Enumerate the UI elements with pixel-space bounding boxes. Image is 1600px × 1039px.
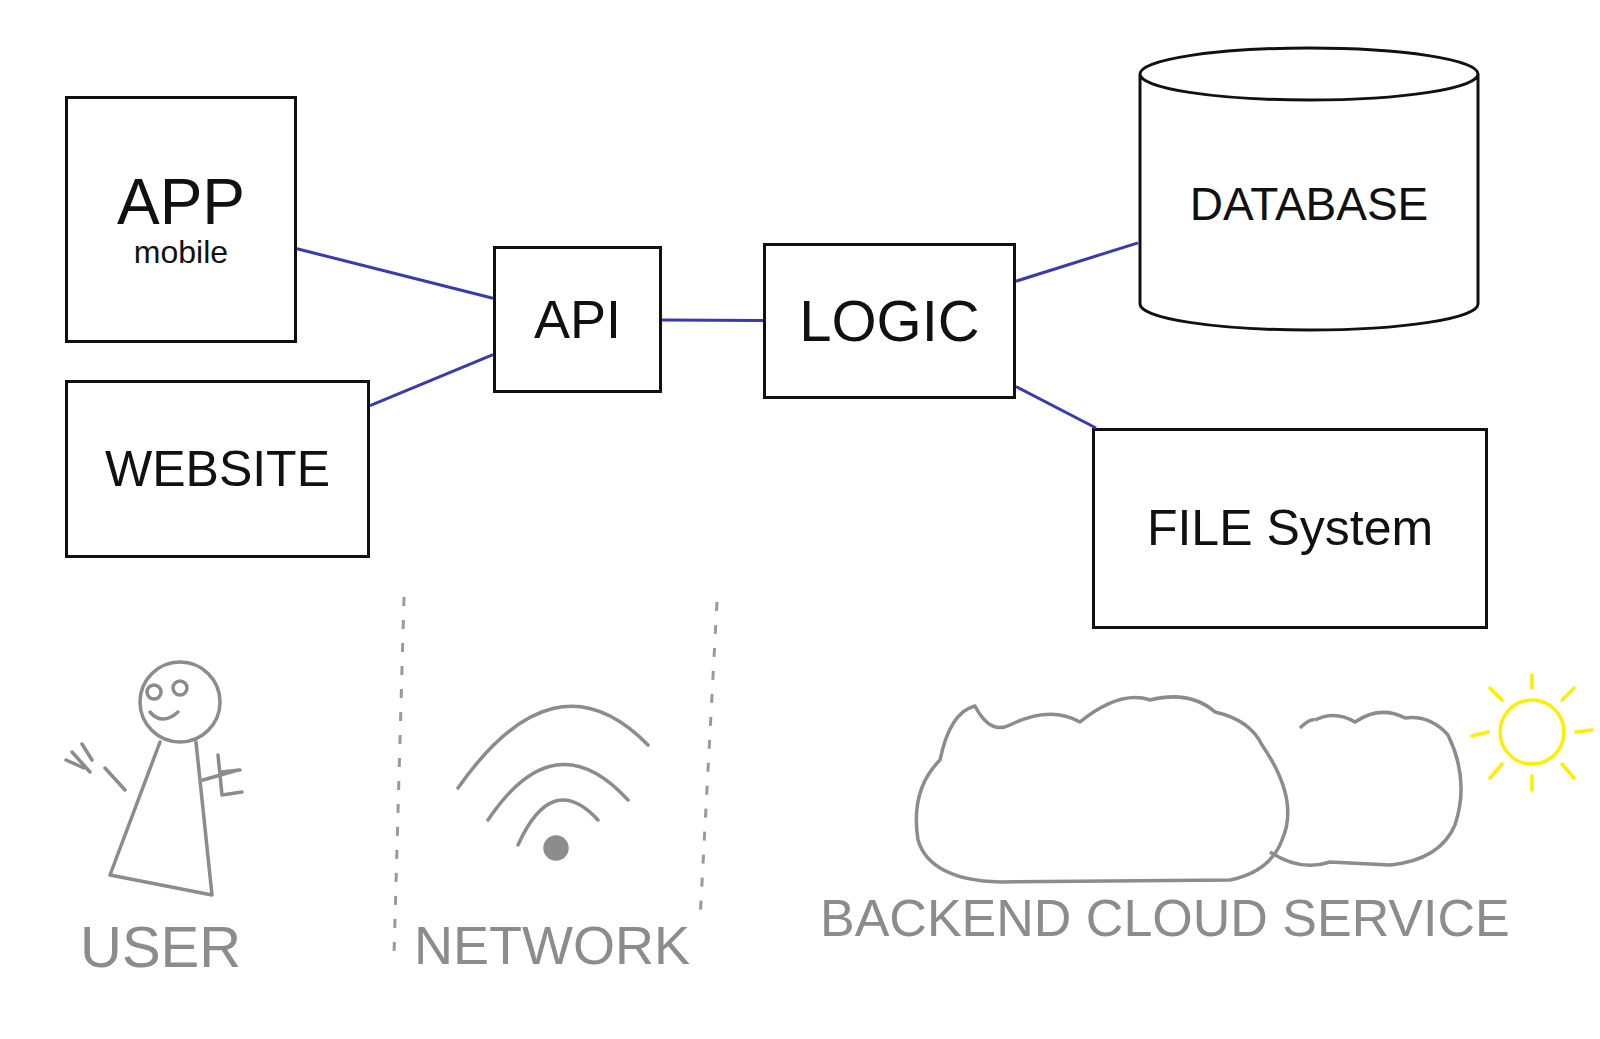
wifi-dot: [545, 837, 567, 859]
node-title: WEBSITE: [105, 443, 330, 496]
node-title: LOGIC: [799, 291, 980, 352]
user-arm: [203, 755, 242, 795]
node-title: FILE System: [1147, 502, 1433, 555]
client-box: WEBSITE: [65, 380, 370, 558]
cloud-shape: [916, 697, 1287, 882]
node-title: APP: [117, 169, 245, 236]
network-divider: [394, 597, 717, 955]
client-box: APPmobile: [65, 96, 297, 343]
zone-label: USER: [80, 918, 241, 976]
wifi-symbol: [458, 706, 648, 859]
sun-illustration: [1472, 675, 1592, 790]
connector-line: [662, 318, 763, 321]
cloud-illustration: [916, 697, 1461, 882]
user-eye: [173, 681, 187, 695]
cloud-shape: [1270, 712, 1461, 865]
sun-rays: [1472, 675, 1592, 790]
sun-disc: [1500, 700, 1564, 764]
cylinder-path: [1140, 48, 1478, 330]
wifi-arc: [458, 706, 648, 788]
node-title: API: [534, 291, 621, 348]
zone-label: BACKEND CLOUD SERVICE: [820, 892, 1510, 944]
user-smile: [150, 712, 178, 719]
process-box: LOGIC: [763, 243, 1016, 399]
user-head: [140, 662, 220, 742]
connector-line: [370, 355, 493, 406]
connector-line: [1016, 243, 1138, 281]
database-cylinder: DATABASE: [1138, 46, 1480, 332]
dotted-line: [700, 602, 717, 920]
storage-box: FILE System: [1092, 428, 1488, 629]
user-arm: [66, 744, 125, 790]
service-box: API: [493, 246, 662, 393]
user-figure: [66, 662, 242, 895]
node-title: DATABASE: [1190, 180, 1429, 228]
connector-line: [297, 249, 493, 298]
wifi-arc: [488, 764, 628, 820]
zone-label: NETWORK: [414, 918, 690, 972]
user-eye: [147, 685, 161, 699]
user-body: [110, 742, 212, 895]
node-subtitle: mobile: [134, 236, 228, 270]
connector-line: [1016, 387, 1096, 428]
dotted-line: [394, 597, 404, 955]
